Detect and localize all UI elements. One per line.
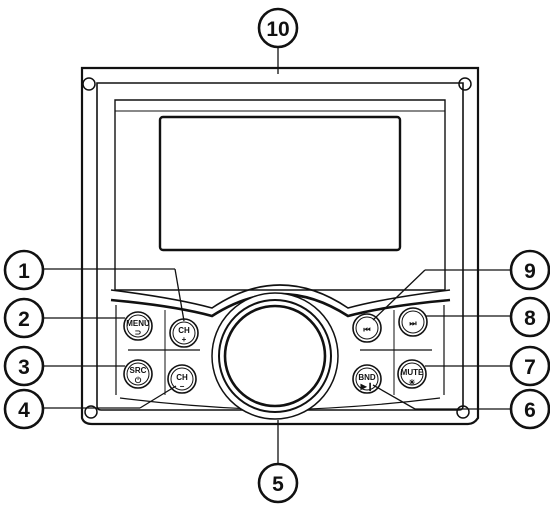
src-power-button[interactable]: SRC ⏻ xyxy=(123,359,153,389)
callout-8: 8 xyxy=(509,296,550,338)
play-pause-icon: ▶❙ xyxy=(360,382,374,392)
callout-10: 10 xyxy=(257,7,299,49)
plus-icon: + xyxy=(182,335,187,344)
mute-dimmer-button[interactable]: MUTE ☀ xyxy=(397,359,427,389)
skip-back-icon: ⏮ xyxy=(363,325,370,334)
svg-text:6: 6 xyxy=(524,399,536,422)
svg-text:4: 4 xyxy=(18,399,30,422)
minus-icon: − xyxy=(180,382,185,391)
outer-frame xyxy=(80,66,480,426)
callout-1: 1 xyxy=(3,249,45,291)
callout-4: 4 xyxy=(3,388,45,430)
svg-text:2: 2 xyxy=(18,308,30,331)
power-icon: ⏻ xyxy=(135,376,142,385)
svg-text:7: 7 xyxy=(524,356,536,379)
bnd-label: BND xyxy=(358,373,376,382)
svg-text:3: 3 xyxy=(18,356,30,379)
upper-bezel xyxy=(114,99,446,291)
skip-forward-icon: ⏭ xyxy=(409,319,417,328)
display-screen xyxy=(158,115,402,252)
ch-up-button[interactable]: CH + xyxy=(169,318,199,348)
callout-5: 5 xyxy=(257,462,299,504)
svg-text:5: 5 xyxy=(272,473,284,496)
menu-label: MENU xyxy=(126,319,150,328)
mute-label: MUTE xyxy=(401,368,424,377)
previous-track-button[interactable]: ⏮ xyxy=(352,313,382,343)
svg-text:9: 9 xyxy=(524,260,536,283)
return-icon: ⊃ xyxy=(135,328,142,337)
svg-text:10: 10 xyxy=(266,18,289,41)
svg-text:1: 1 xyxy=(18,260,30,283)
volume-knob[interactable] xyxy=(211,292,339,420)
src-label: SRC xyxy=(130,366,147,375)
svg-text:8: 8 xyxy=(524,307,536,330)
callout-7: 7 xyxy=(509,345,550,387)
leader-lines xyxy=(44,48,511,465)
next-track-button[interactable]: ⏭ xyxy=(398,307,428,337)
ch-up-label: CH xyxy=(178,326,190,335)
corner-screws xyxy=(82,77,472,419)
dimmer-icon: ☀ xyxy=(408,378,415,387)
callout-9: 9 xyxy=(509,249,550,291)
callout-3: 3 xyxy=(3,345,45,387)
ch-down-label: CH xyxy=(176,373,188,382)
bnd-play-pause-button[interactable]: BND ▶❙ xyxy=(352,364,382,394)
callout-6: 6 xyxy=(509,388,550,430)
menu-button[interactable]: MENU ⊃ xyxy=(123,311,153,341)
callout-2: 2 xyxy=(3,297,45,339)
